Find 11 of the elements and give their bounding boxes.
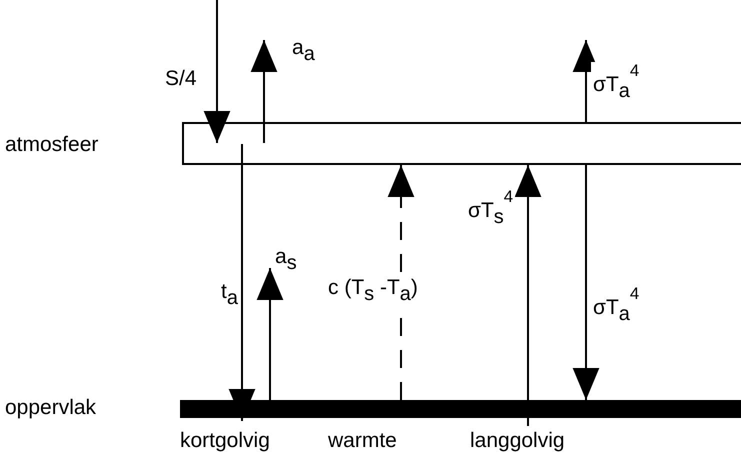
category-label: langgolvig: [470, 430, 565, 451]
arrow: [204, 0, 230, 143]
arrow: [514, 165, 542, 426]
layer-label: atmosfeer: [5, 134, 98, 155]
arrow: [228, 144, 256, 421]
category-label: kortgolvig: [180, 430, 270, 451]
category-label: warmte: [328, 430, 397, 451]
layer-label: oppervlak: [5, 397, 96, 418]
arrow: [572, 165, 600, 400]
arrow: [256, 268, 284, 400]
arrow: [250, 40, 278, 143]
